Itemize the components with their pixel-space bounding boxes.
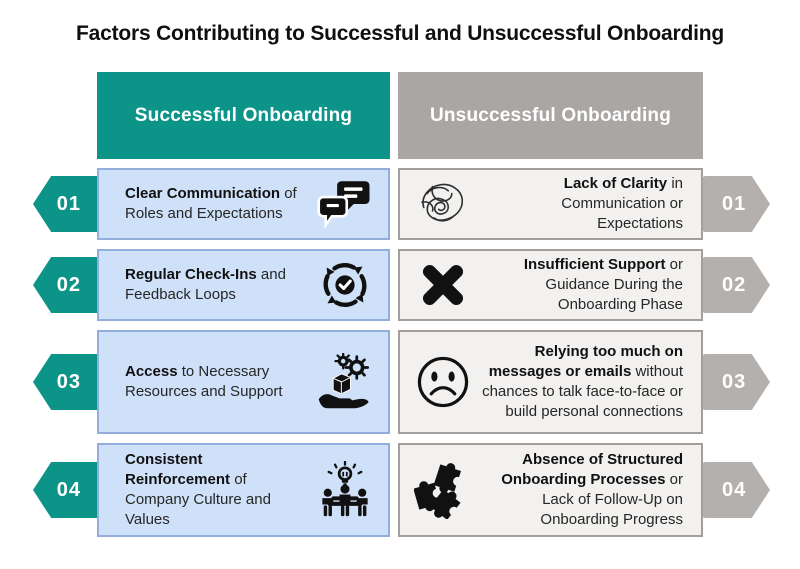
feedback-cycle-check-icon [314, 257, 376, 313]
row-04: 04 Consistent Reinforcement of Company C… [0, 443, 800, 537]
row-03-right-number-badge: 03 [700, 354, 770, 410]
row-04-successful-card: Consistent Reinforcement of Company Cult… [97, 443, 390, 537]
row-01-right-number-badge: 01 [700, 176, 770, 232]
row-01-right-text: Lack of Clarity in Communication or Expe… [561, 174, 683, 233]
row-02-successful-card: Regular Check-Ins and Feedback Loops [97, 249, 390, 321]
row-03: 03 Access to Necessary Resources and Sup… [0, 330, 800, 434]
scribble-tangle-icon [412, 176, 474, 232]
row-03-successful-card: Access to Necessary Resources and Suppor… [97, 330, 390, 434]
idea-team-icon [314, 461, 376, 519]
page-title: Factors Contributing to Successful and U… [75, 22, 724, 45]
row-03-left-text: Access to Necessary Resources and Suppor… [125, 362, 283, 400]
row-02: 02 Regular Check-Ins and Feedback Loops [0, 249, 800, 321]
row-01-unsuccessful-card: Lack of Clarity in Communication or Expe… [398, 168, 703, 240]
row-01: 01 Clear Communication of Roles and Expe… [0, 168, 800, 240]
row-03-right-text: Relying too much on messages or emails w… [482, 342, 683, 421]
row-01-successful-card: Clear Communication of Roles and Expecta… [97, 168, 390, 240]
row-02-left-text: Regular Check-Ins and Feedback Loops [125, 265, 286, 303]
row-01-left-text: Clear Communication of Roles and Expecta… [125, 184, 297, 222]
row-02-right-text: Insufficient Support or Guidance During … [523, 255, 683, 314]
puzzle-pieces-icon [412, 461, 474, 519]
row-04-left-text: Consistent Reinforcement of Company Cult… [125, 450, 271, 529]
row-02-right-number-badge: 02 [700, 257, 770, 313]
chat-bubbles-icon [314, 176, 376, 232]
header-successful: Successful Onboarding [97, 72, 390, 159]
row-01-left-number-badge: 01 [33, 176, 103, 232]
row-03-unsuccessful-card: Relying too much on messages or emails w… [398, 330, 703, 434]
row-02-left-number-badge: 02 [33, 257, 103, 313]
hand-box-gears-icon [314, 353, 376, 411]
row-02-unsuccessful-card: Insufficient Support or Guidance During … [398, 249, 703, 321]
row-03-left-number-badge: 03 [33, 354, 103, 410]
row-04-left-number-badge: 04 [33, 462, 103, 518]
sad-face-icon [412, 353, 474, 411]
row-04-right-number-badge: 04 [700, 462, 770, 518]
x-mark-icon [412, 257, 474, 313]
header-unsuccessful: Unsuccessful Onboarding [398, 72, 703, 159]
row-04-unsuccessful-card: Absence of Structured Onboarding Process… [398, 443, 703, 537]
row-04-right-text: Absence of Structured Onboarding Process… [501, 450, 683, 529]
